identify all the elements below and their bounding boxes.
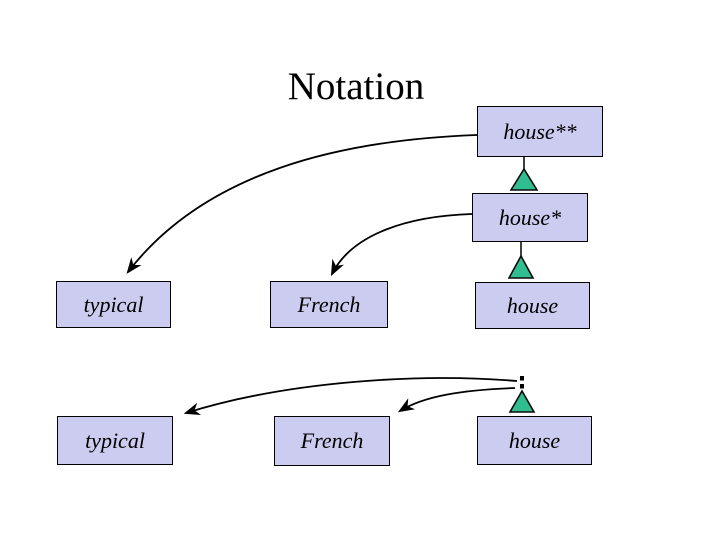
- node-house-bottom: house: [477, 416, 592, 465]
- generalization-triangle-icon: [508, 389, 536, 413]
- arrow-ellipsis-to-french-bottom: [397, 387, 516, 413]
- node-house-top: house: [475, 282, 590, 329]
- node-french-bottom: French: [274, 416, 390, 466]
- generalization-triangle-icon: [509, 167, 539, 191]
- node-typical-bottom: typical: [57, 416, 173, 465]
- slide-title: Notation: [287, 65, 425, 108]
- arrow-ellipsis-to-typical-bottom: [183, 377, 518, 416]
- node-house-double-star: house**: [477, 106, 603, 157]
- arrow-house-star-to-french: [330, 213, 473, 277]
- generalization-triangle-icon: [507, 254, 535, 279]
- arrow-house-double-star-to-typical: [126, 134, 478, 274]
- node-typical-top: typical: [56, 281, 171, 328]
- node-house-star: house*: [472, 193, 588, 242]
- node-french-top: French: [270, 281, 388, 328]
